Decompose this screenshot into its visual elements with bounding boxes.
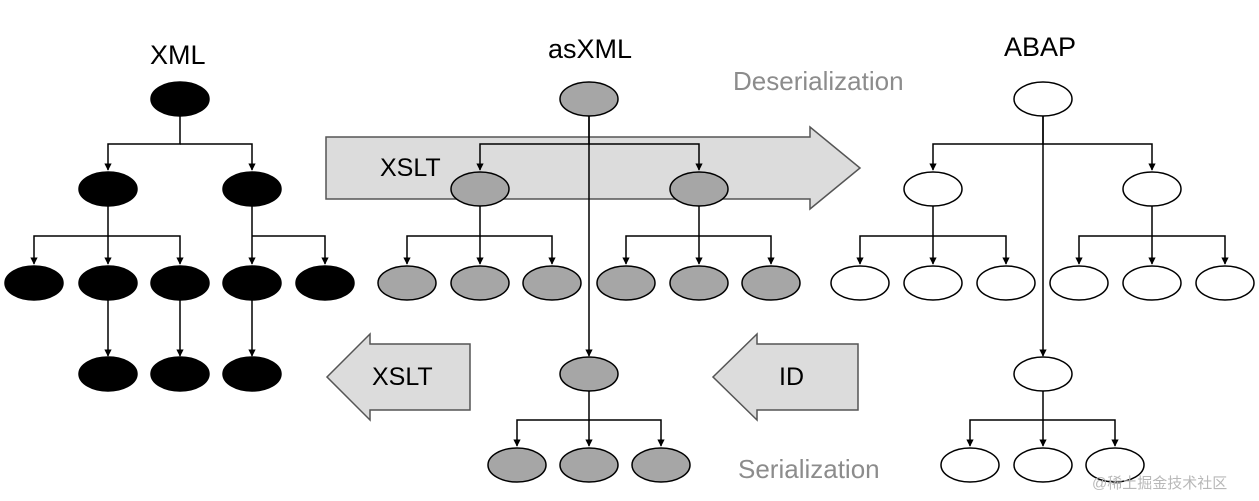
xml-node — [150, 356, 210, 392]
xml-node — [222, 356, 282, 392]
asxml-tree-nodes — [377, 81, 801, 483]
abap-node — [1013, 356, 1073, 392]
asxml-node — [669, 265, 729, 301]
asxml-node — [487, 447, 547, 483]
abap-title: ABAP — [1004, 32, 1077, 62]
deserialization-label: Deserialization — [733, 66, 904, 96]
xml-node — [150, 265, 210, 301]
asxml-node — [450, 265, 510, 301]
asxml-node — [596, 265, 656, 301]
asxml-node — [450, 171, 510, 207]
abap-node — [1195, 265, 1255, 301]
serialization-label: Serialization — [738, 454, 880, 484]
xml-tree-nodes — [4, 81, 355, 392]
abap-node — [903, 171, 963, 207]
asxml-node — [631, 447, 691, 483]
xml-node — [222, 265, 282, 301]
asxml-node — [559, 447, 619, 483]
asxml-node — [377, 265, 437, 301]
xml-node — [78, 356, 138, 392]
asxml-node — [522, 265, 582, 301]
abap-node — [1085, 447, 1145, 483]
abap-node — [976, 265, 1036, 301]
xslt-deserialize-label: XSLT — [380, 154, 441, 182]
xml-node — [4, 265, 64, 301]
abap-node — [1013, 447, 1073, 483]
watermark-text: @稀土掘金技术社区 — [1092, 475, 1228, 492]
asxml-tree-edges — [403, 116, 775, 447]
xml-tree-edges — [30, 116, 329, 357]
serialization-id-arrow — [711, 332, 859, 422]
serialization-xslt-arrow — [325, 332, 471, 422]
xml-node — [222, 171, 282, 207]
abap-tree-nodes — [830, 81, 1255, 483]
abap-node — [903, 265, 963, 301]
abap-root-node — [1013, 81, 1073, 117]
asxml-node — [559, 356, 619, 392]
xml-node — [78, 171, 138, 207]
abap-node — [1122, 265, 1182, 301]
abap-node — [1049, 265, 1109, 301]
abap-tree-edges — [856, 116, 1229, 447]
asxml-title: asXML — [548, 34, 633, 64]
asxml-node — [741, 265, 801, 301]
xslt-serialize-label: XSLT — [372, 363, 433, 391]
id-serialize-label: ID — [779, 363, 804, 391]
abap-node — [830, 265, 890, 301]
xml-root-node — [150, 81, 210, 117]
asxml-root-node — [559, 81, 619, 117]
xml-node — [295, 265, 355, 301]
xml-title: XML — [150, 40, 206, 70]
abap-node — [1122, 171, 1182, 207]
asxml-node — [669, 171, 729, 207]
xml-node — [78, 265, 138, 301]
abap-node — [940, 447, 1000, 483]
